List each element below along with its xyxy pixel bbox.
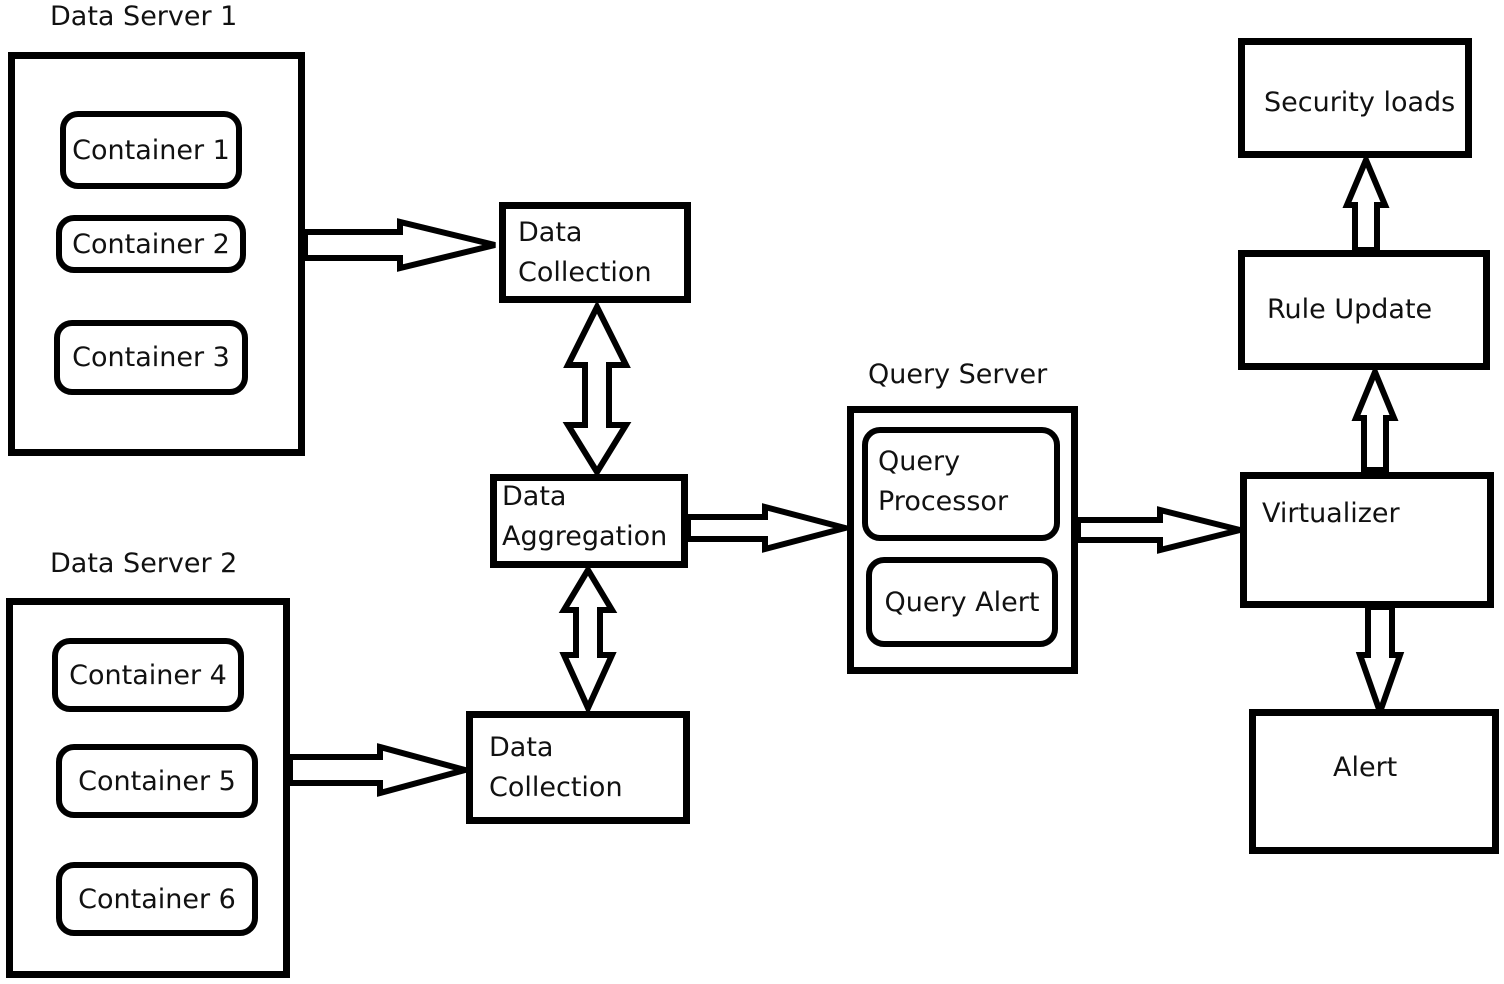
alert-label: Alert — [1333, 752, 1398, 783]
arrow-ds1-to-collection — [302, 218, 496, 272]
arrow-rule-update-to-security — [1342, 152, 1390, 253]
query-server-label: Query Server — [868, 359, 1048, 390]
data-aggregation-line1: Data — [502, 481, 567, 512]
data-server-2-label: Data Server 2 — [50, 548, 238, 579]
query-alert: Query Alert — [866, 557, 1058, 647]
arrow-query-to-virtualizer — [1075, 506, 1241, 554]
container-1: Container 1 — [60, 111, 242, 189]
security-loads — [1238, 38, 1472, 158]
data-collection-bottom-line1: Data — [489, 732, 554, 763]
query-processor — [862, 427, 1060, 541]
container-5: Container 5 — [56, 744, 258, 818]
arrow-virtualizer-to-rule-update — [1351, 364, 1399, 473]
container-3: Container 3 — [54, 320, 248, 395]
data-collection-top-line1: Data — [518, 217, 583, 248]
data-aggregation-line2: Aggregation — [502, 521, 668, 552]
data-collection-bottom — [466, 711, 690, 824]
data-collection-top-line2: Collection — [518, 257, 652, 288]
data-aggregation — [490, 474, 688, 568]
arrow-virtualizer-to-alert — [1355, 604, 1405, 722]
rule-update — [1238, 250, 1490, 370]
rule-update-label: Rule Update — [1267, 294, 1433, 325]
virtualizer — [1240, 472, 1494, 608]
arrow-aggregation-to-query — [685, 503, 857, 553]
container-6: Container 6 — [56, 862, 258, 936]
container-2: Container 2 — [56, 215, 246, 273]
security-loads-label: Security loads — [1264, 87, 1456, 118]
data-server-1-label: Data Server 1 — [50, 1, 238, 32]
container-4: Container 4 — [52, 638, 244, 712]
arrow-aggregation-collection-bottom — [558, 564, 618, 716]
virtualizer-label: Virtualizer — [1262, 498, 1400, 529]
data-collection-top — [499, 202, 691, 303]
query-processor-line2: Processor — [878, 486, 1009, 517]
alert — [1249, 709, 1499, 854]
data-collection-bottom-line2: Collection — [489, 772, 623, 803]
arrow-ds2-to-collection — [287, 743, 477, 797]
query-processor-line1: Query — [878, 446, 961, 477]
arrow-collection-aggregation-top — [562, 300, 632, 478]
